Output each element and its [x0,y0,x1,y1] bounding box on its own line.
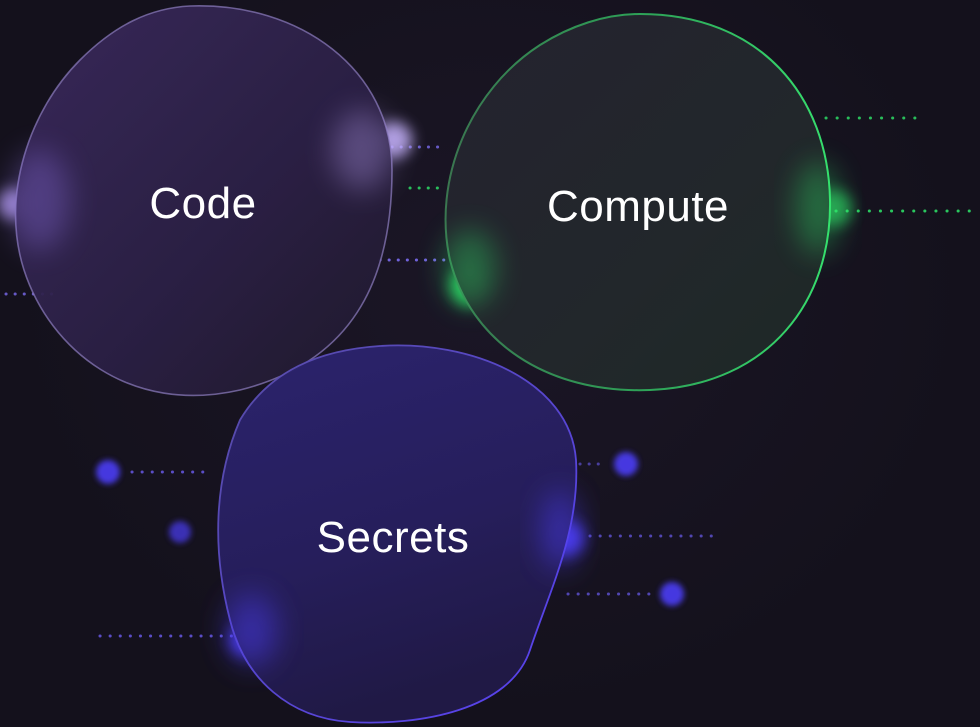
compute-inner-glow-right [796,162,840,254]
code-blob [14,5,393,397]
compute-inner-glow-left [444,230,496,306]
compute-label: Compute [546,182,730,231]
glow-blue-1 [96,460,120,484]
secrets-label: Secrets [316,513,470,562]
code-inner-glow-left [10,150,70,250]
secrets-node [217,344,580,724]
code-node [10,5,393,397]
secrets-blob [217,344,578,724]
code-label: Code [149,179,257,228]
compute-node [444,12,840,392]
glow-blue-2 [169,521,191,543]
glow-blue-3 [614,452,638,476]
code-inner-glow-right [332,110,392,190]
secrets-inner-glow-right [540,490,580,570]
glow-blue-4 [660,582,684,606]
compute-blob [444,12,832,392]
secrets-inner-glow-left [226,594,278,666]
